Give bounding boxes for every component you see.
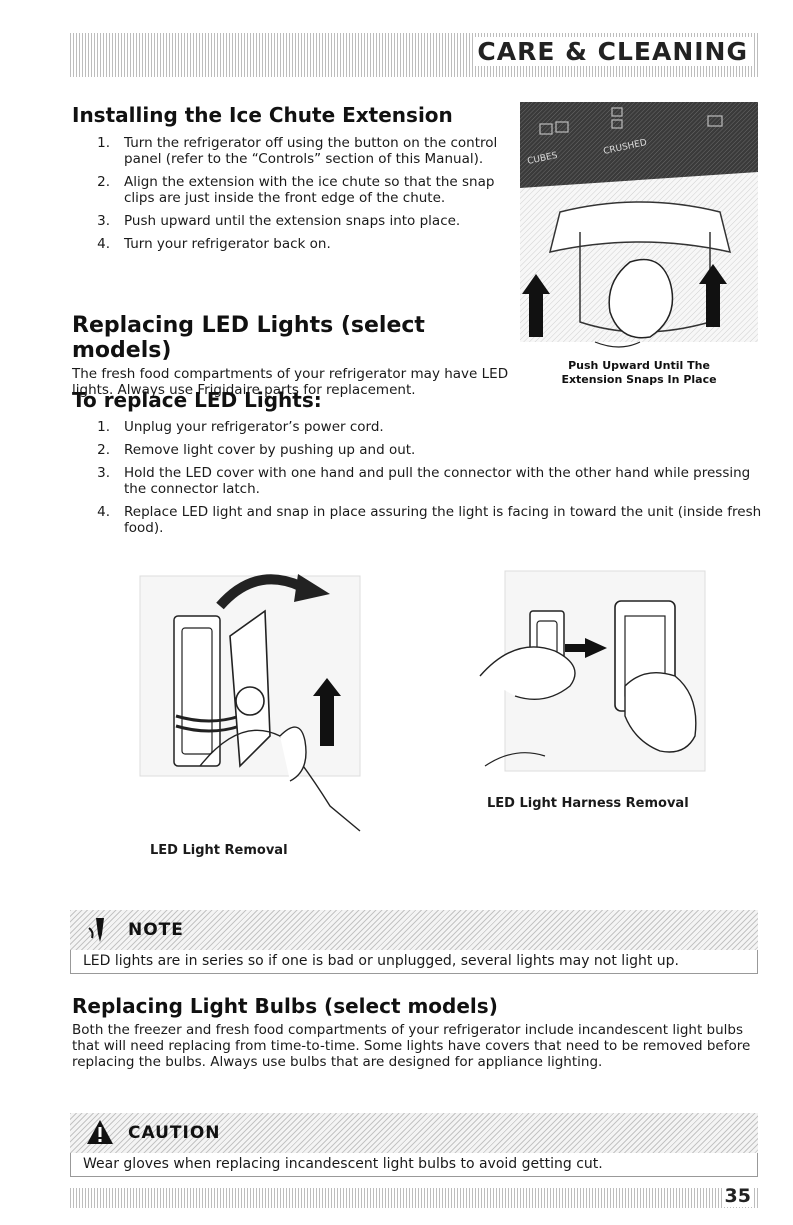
chute-caption-line2: Extension Snaps In Place [561, 373, 716, 386]
led-light-removal-illustration [130, 566, 370, 836]
install-section: Installing the Ice Chute Extension 1.Tur… [72, 103, 517, 259]
list-item: 1.Unplug your refrigerator’s power cord. [97, 419, 384, 435]
list-item: 4.Turn your refrigerator back on. [97, 236, 331, 252]
section-title: CARE & CLEANING [473, 37, 752, 66]
page-number: 35 [721, 1185, 754, 1207]
led-steps-section: To replace LED Lights: 1.Unplug your ref… [72, 388, 772, 543]
led-section: Replacing LED Lights (select models) The… [72, 313, 522, 398]
install-heading: Installing the Ice Chute Extension [72, 103, 453, 127]
bulbs-text: Both the freezer and fresh food compartm… [72, 1022, 751, 1070]
note-text: LED lights are in series so if one is ba… [70, 950, 758, 974]
led-harness-removal-illustration [475, 566, 715, 791]
caution-text: Wear gloves when replacing incandescent … [70, 1153, 758, 1177]
led-subheading: To replace LED Lights: [72, 388, 322, 412]
list-item: 3.Push upward until the extension snaps … [97, 213, 461, 229]
list-item: 1.Turn the refrigerator off using the bu… [97, 135, 498, 167]
list-item: 2.Remove light cover by pushing up and o… [97, 442, 416, 458]
caution-header-bar: CAUTION [70, 1113, 758, 1153]
led-heading: Replacing LED Lights (select models) [72, 313, 425, 363]
pen-note-icon [86, 916, 110, 948]
note-header-bar: NOTE [70, 910, 758, 950]
warning-triangle-icon [86, 1119, 114, 1149]
ice-chute-illustration: CRUSHED CUBES Push Upward Until The Exte… [520, 102, 758, 404]
led-intro: The fresh food compartments of your refr… [72, 366, 509, 398]
list-item: 3.Hold the LED cover with one hand and p… [97, 465, 751, 497]
bulbs-section: Replacing Light Bulbs (select models) Bo… [72, 994, 772, 1070]
caution-label: CAUTION [128, 1123, 221, 1143]
led-steps: 1.Unplug your refrigerator’s power cord.… [72, 419, 772, 536]
header-bar: CARE & CLEANING [70, 33, 758, 77]
install-steps: 1.Turn the refrigerator off using the bu… [72, 135, 517, 252]
led-light-removal-caption: LED Light Removal [150, 843, 288, 858]
caution-box: CAUTION Wear gloves when replacing incan… [70, 1113, 758, 1177]
chute-caption-line1: Push Upward Until The [568, 359, 710, 372]
footer-bar: 35 [70, 1185, 758, 1208]
list-item: 4.Replace LED light and snap in place as… [97, 504, 762, 536]
led-harness-removal-caption: LED Light Harness Removal [487, 796, 689, 811]
bulbs-heading: Replacing Light Bulbs (select models) [72, 994, 498, 1018]
list-item: 2.Align the extension with the ice chute… [97, 174, 495, 206]
note-label: NOTE [128, 920, 184, 940]
note-box: NOTE LED lights are in series so if one … [70, 910, 758, 974]
